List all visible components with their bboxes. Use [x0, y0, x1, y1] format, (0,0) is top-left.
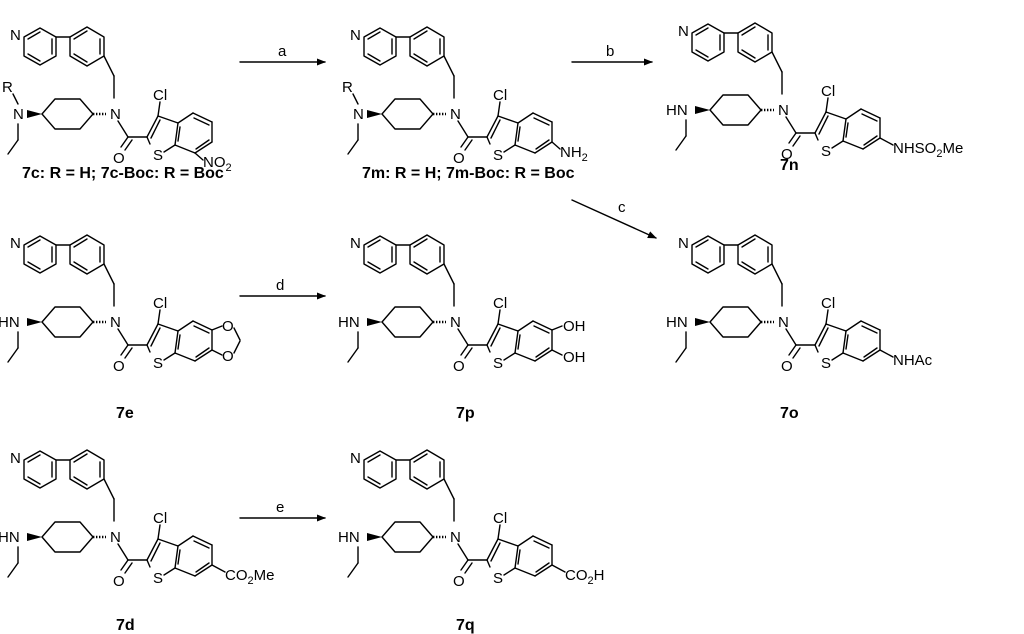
carbonyl-o-atom: O: [781, 146, 793, 163]
amine-nh-atom: HN: [666, 102, 688, 119]
amine-nh-atom: HN: [666, 314, 688, 331]
arrow-label-b: b: [606, 43, 614, 60]
acetamide-group: NHAc: [893, 352, 933, 369]
thiophene-s-atom: S: [493, 147, 503, 164]
compound-7c: N R N N Cl S O NO2: [2, 25, 232, 174]
compound-label-7m: 7m: R = H; 7m-Boc: R = Boc: [362, 165, 575, 182]
amide-n-atom: N: [110, 106, 121, 123]
chlorine-atom: Cl: [153, 87, 167, 104]
chlorine-atom: Cl: [821, 83, 835, 100]
amine-n-atom: N: [13, 106, 24, 123]
chlorine-atom: Cl: [493, 295, 507, 312]
hydroxyl-bottom: OH: [563, 349, 586, 366]
r-group: R: [2, 79, 13, 96]
thiophene-s-atom: S: [153, 570, 163, 587]
amide-n-atom: N: [450, 106, 461, 123]
carbonyl-o-atom: O: [453, 150, 465, 167]
carbonyl-o-atom: O: [113, 150, 125, 167]
arrow-label-c: c: [618, 199, 626, 216]
reaction-arrow-a: a: [239, 43, 326, 66]
compound-7q: N HN N Cl S O CO2H: [338, 448, 604, 590]
thiophene-s-atom: S: [493, 570, 503, 587]
pyridine-n-atom: N: [350, 450, 361, 467]
amino-group: NH2: [560, 144, 588, 164]
arrow-label-e: e: [276, 499, 284, 516]
compound-7e: N HN N Cl S O O O: [0, 233, 241, 375]
reaction-arrow-e: e: [239, 499, 326, 522]
pyridine-n-atom: N: [678, 23, 689, 40]
amide-n-atom: N: [450, 314, 461, 331]
thiophene-s-atom: S: [493, 355, 503, 372]
chlorine-atom: Cl: [493, 87, 507, 104]
pyridine-n-atom: N: [350, 235, 361, 252]
compound-label-7q: 7q: [456, 617, 475, 634]
compound-label-7n: 7n: [780, 157, 799, 174]
chlorine-atom: Cl: [153, 295, 167, 312]
compound-label-7e: 7e: [116, 405, 134, 422]
compound-7n: N HN N Cl S O NHSO2Me: [666, 21, 963, 163]
compound-label-7o: 7o: [780, 405, 799, 422]
carboxylic-acid-group: CO2H: [565, 567, 604, 587]
hydroxyl-top: OH: [563, 318, 586, 335]
carbonyl-o-atom: O: [113, 358, 125, 375]
amide-n-atom: N: [110, 529, 121, 546]
compound-7o: N HN N Cl S O NHAc: [666, 233, 933, 375]
amide-n-atom: N: [110, 314, 121, 331]
carbonyl-o-atom: O: [781, 358, 793, 375]
compound-label-7d: 7d: [116, 617, 135, 634]
amide-n-atom: N: [778, 102, 789, 119]
thiophene-s-atom: S: [821, 355, 831, 372]
sulfonamide-group: NHSO2Me: [893, 140, 963, 160]
thiophene-s-atom: S: [153, 355, 163, 372]
pyridine-n-atom: N: [10, 27, 21, 44]
chlorine-atom: Cl: [153, 510, 167, 527]
compound-label-7p: 7p: [456, 405, 475, 422]
compound-label-7c: 7c: R = H; 7c-Boc: R = Boc: [22, 165, 224, 182]
reaction-arrow-c: c: [571, 199, 657, 239]
dioxole-o-atom-bottom: O: [222, 348, 234, 365]
pyridine-n-atom: N: [10, 450, 21, 467]
arrow-label-a: a: [278, 43, 287, 60]
dioxole-o-atom-top: O: [222, 318, 234, 335]
arrow-label-d: d: [276, 277, 284, 294]
amine-nh-atom: HN: [338, 314, 360, 331]
thiophene-s-atom: S: [821, 143, 831, 160]
pyridine-n-atom: N: [678, 235, 689, 252]
carbonyl-o-atom: O: [453, 573, 465, 590]
carbonyl-o-atom: O: [453, 358, 465, 375]
compound-7m: N R N N Cl S O NH2: [342, 25, 588, 167]
amide-n-atom: N: [778, 314, 789, 331]
amine-nh-atom: HN: [0, 314, 20, 331]
thiophene-s-atom: S: [153, 147, 163, 164]
compound-7d: N HN N Cl S O CO2Me: [0, 448, 274, 590]
methyl-ester-group: CO2Me: [225, 567, 274, 587]
reaction-arrow-d: d: [239, 277, 326, 300]
carbonyl-o-atom: O: [113, 573, 125, 590]
pyridine-n-atom: N: [10, 235, 21, 252]
amine-nh-atom: HN: [338, 529, 360, 546]
amine-nh-atom: HN: [0, 529, 20, 546]
chlorine-atom: Cl: [821, 295, 835, 312]
nitro-group: NO2: [203, 154, 232, 174]
chlorine-atom: Cl: [493, 510, 507, 527]
compound-7p: N HN N Cl S O OH OH: [338, 233, 586, 375]
reaction-arrow-b: b: [571, 43, 653, 66]
r-group: R: [342, 79, 353, 96]
pyridine-n-atom: N: [350, 27, 361, 44]
amine-n-atom: N: [353, 106, 364, 123]
amide-n-atom: N: [450, 529, 461, 546]
